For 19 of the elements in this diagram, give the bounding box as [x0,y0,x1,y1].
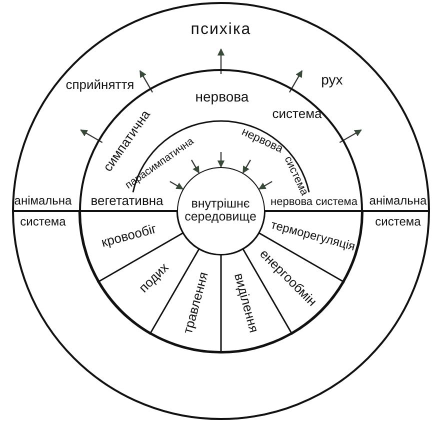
region-label: система [20,215,66,229]
region-label: нервова [195,89,249,105]
region-label: система [272,106,322,122]
region-label: психіка [190,21,252,39]
arrow [258,180,272,190]
arrow [170,180,184,190]
sector-label: виділення [230,272,260,334]
region-label: внутрішнє середовище [184,196,258,224]
circle-outline [12,2,430,420]
region-label: сприйняття [66,78,134,92]
arrow [190,160,200,174]
region-label: система [375,215,421,229]
region-label: рух [321,72,343,88]
region-label: анімальна [369,194,427,208]
region-label: нервова система [270,196,358,208]
arrow [217,152,225,168]
region-label: вегетативна [90,194,164,208]
arrow [242,160,252,174]
region-label: анімальна [14,194,72,208]
